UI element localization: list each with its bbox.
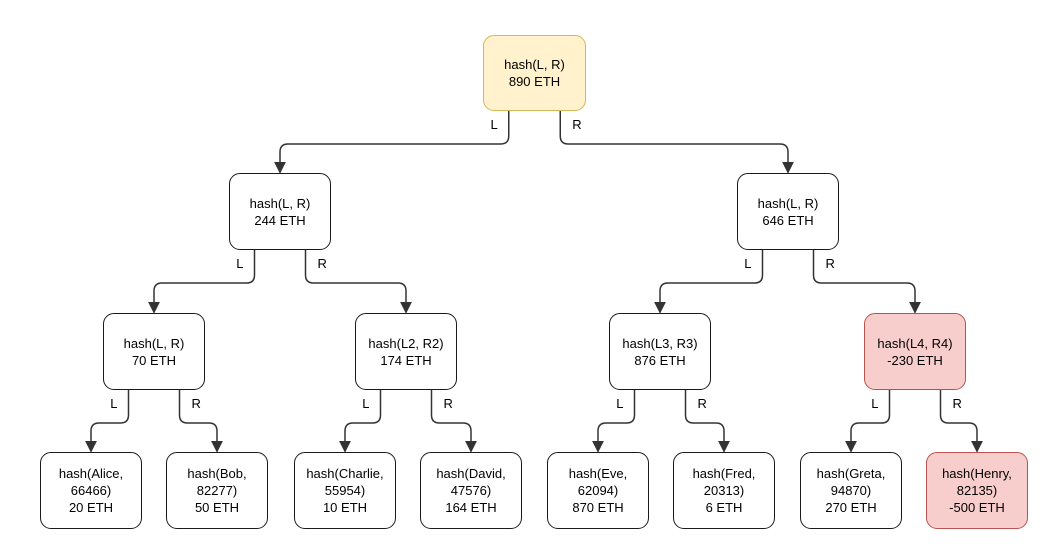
edge-label-l: L [871,396,879,411]
node-eth-value: 890 ETH [508,74,561,89]
tree-node-sum-244: hash(L, R) 244 ETH [229,173,331,250]
node-hash-label: hash(David, 47576) [436,466,506,498]
node-eth-value: 174 ETH [380,352,432,368]
node-hash-label: hash(L3, R3) [622,335,698,351]
tree-leaf-bob: hash(Bob, 82277) 50 ETH [166,452,268,529]
tree-node-root: hash(L, R) 890 ETH [483,35,586,111]
node-hash-label: hash(L, R) [757,195,819,211]
tree-leaf-greta: hash(Greta, 94870) 270 ETH [800,452,902,529]
tree-edge-root-to-n-646 [559,110,794,174]
edge-label-l: L [616,396,624,411]
edge-label-l: L [110,396,118,411]
tree-leaf-alice: hash(Alice, 66466) 20 ETH [40,452,142,529]
node-eth-value: 6 ETH [705,500,743,515]
tree-edge-n-neg230-to-leaf-greta [845,389,891,453]
tree-node-sum-646: hash(L, R) 646 ETH [737,173,839,250]
node-eth-value: -230 ETH [887,352,943,368]
tree-leaf-david: hash(David, 47576) 164 ETH [420,452,522,529]
node-eth-value: 10 ETH [322,500,368,515]
edge-label-l: L [490,117,498,132]
node-eth-value: 870 ETH [572,500,624,515]
node-eth-value: 270 ETH [825,500,877,515]
edge-label-r: R [697,396,707,411]
edge-label-l: L [744,256,752,271]
node-eth-value: 244 ETH [254,212,306,228]
tree-node-sum-70: hash(L, R) 70 ETH [103,313,205,390]
tree-edge-root-to-n-244 [274,110,510,174]
tree-leaf-eve: hash(Eve, 62094) 870 ETH [547,452,649,529]
tree-leaf-charlie: hash(Charlie, 55954) 10 ETH [294,452,396,529]
node-hash-label: hash(Henry, 82135) [942,466,1012,498]
node-eth-value: 50 ETH [194,500,240,515]
edge-label-l: L [362,396,370,411]
node-hash-label: hash(Alice, 66466) [58,466,124,498]
tree-node-sum-876: hash(L3, R3) 876 ETH [609,313,711,390]
node-hash-label: hash(Bob, 82277) [187,466,247,498]
edge-label-r: R [443,396,453,411]
tree-leaf-henry: hash(Henry, 82135) -500 ETH [926,452,1028,529]
node-eth-value: -500 ETH [949,500,1005,515]
node-hash-label: hash(Greta, 94870) [816,466,886,498]
node-eth-value: 164 ETH [445,500,497,515]
node-eth-value: 20 ETH [68,500,114,515]
edge-label-r: R [572,117,582,132]
tree-leaf-fred: hash(Fred, 20313) 6 ETH [673,452,775,529]
edge-label-r: R [825,256,835,271]
node-hash-label: hash(L, R) [504,57,565,72]
tree-node-sum-negative-230: hash(L4, R4) -230 ETH [864,313,966,390]
node-hash-label: hash(Fred, 20313) [692,466,756,498]
edge-label-r: R [317,256,327,271]
node-eth-value: 70 ETH [131,352,177,368]
node-hash-label: hash(Eve, 62094) [568,466,628,498]
node-hash-label: hash(L4, R4) [877,335,953,351]
edge-label-l: L [236,256,244,271]
node-hash-label: hash(L, R) [123,335,185,351]
node-hash-label: hash(Charlie, 55954) [306,466,384,498]
node-eth-value: 646 ETH [762,212,814,228]
node-hash-label: hash(L2, R2) [368,335,444,351]
edge-label-r: R [952,396,962,411]
node-eth-value: 876 ETH [634,352,686,368]
tree-node-sum-174: hash(L2, R2) 174 ETH [355,313,457,390]
node-hash-label: hash(L, R) [249,195,311,211]
edge-label-r: R [191,396,201,411]
